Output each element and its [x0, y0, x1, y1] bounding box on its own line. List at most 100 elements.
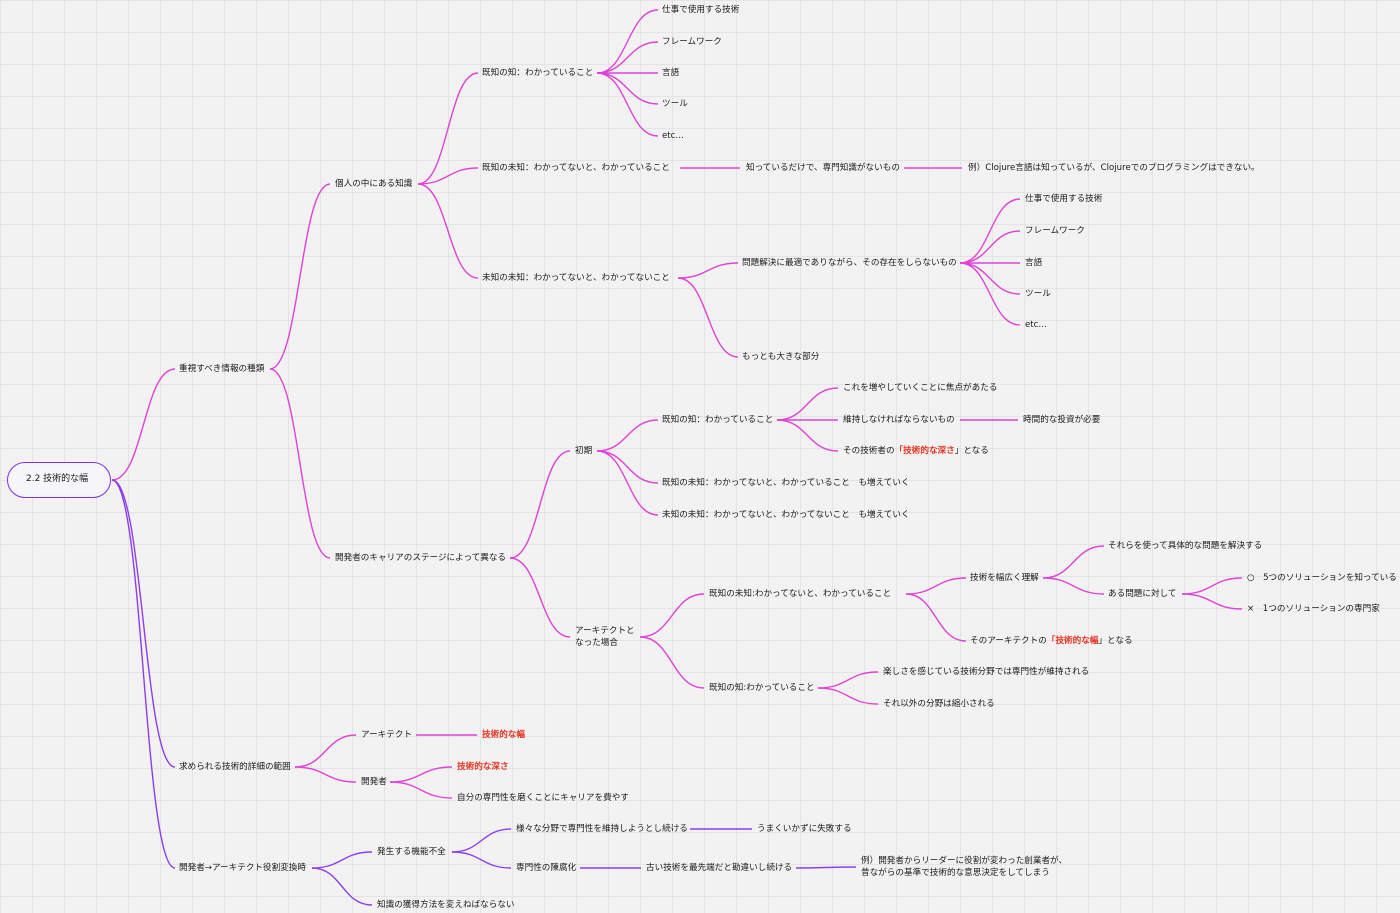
- connector: [451, 828, 512, 853]
- node-clojure-example[interactable]: 例）Clojure言語は知っているが、Clojureでのプログラミングはできない…: [968, 163, 1260, 173]
- connector-root-info: [111, 368, 176, 481]
- node-breadth-label[interactable]: 技術的な幅: [482, 730, 525, 740]
- node-architect[interactable]: アーキテクト: [361, 730, 413, 740]
- node-tool-2[interactable]: ツール: [1025, 289, 1051, 299]
- connector: [509, 450, 571, 559]
- node-etc[interactable]: etc…: [662, 131, 684, 141]
- node-fail[interactable]: うまくいかずに失敗する: [757, 824, 852, 834]
- node-arch-known-known[interactable]: 既知の知:わかっていること: [709, 683, 815, 693]
- node-founder-example[interactable]: 例）開発者からリーダーに役割が変わった創業者が、昔ながらの基準で技術的な意思決定…: [861, 856, 1068, 878]
- connector: [509, 557, 571, 638]
- connector: [639, 636, 705, 689]
- connector: [596, 419, 659, 452]
- connector: [677, 277, 739, 358]
- node-personal-knowledge[interactable]: 個人の中にある知識: [335, 179, 413, 189]
- connector: [311, 851, 373, 869]
- node-technical-breadth-result[interactable]: そのアーキテクトの「技術的な幅」となる: [970, 636, 1133, 646]
- connector: [639, 593, 705, 638]
- node-career-stage[interactable]: 開発者のキャリアのステージによって異なる: [335, 553, 507, 563]
- node-work-tech-2[interactable]: 仕事で使用する技術: [1025, 194, 1103, 204]
- node-known-known[interactable]: 既知の知：わかっていること: [482, 68, 594, 78]
- node-broad-understanding[interactable]: 技術を幅広く理解: [970, 573, 1039, 583]
- node-work-tech[interactable]: 仕事で使用する技術: [662, 5, 740, 15]
- node-early-known-known[interactable]: 既知の知：わかっていること: [662, 415, 774, 425]
- connector: [1042, 545, 1105, 579]
- node-role-transition[interactable]: 開発者→アーキテクト役割変換時: [179, 863, 306, 873]
- connector: [294, 734, 357, 768]
- node-required-detail-range[interactable]: 求められる技術的詳細の範囲: [179, 762, 291, 772]
- connector: [417, 167, 479, 185]
- node-early-unknown-unknown[interactable]: 未知の未知：わかってないと、わかってないこと も増えていく: [662, 510, 910, 520]
- connector: [817, 671, 879, 689]
- node-became-architect[interactable]: アーキテクトとなった場合: [575, 626, 635, 648]
- node-one-solution[interactable]: × 1つのソリューションの専門家: [1247, 604, 1380, 614]
- node-time-investment[interactable]: 時間的な投資が必要: [1023, 415, 1101, 425]
- node-outdated-tech[interactable]: 古い技術を最先端だと勘違いし続ける: [646, 863, 793, 873]
- root-node[interactable]: 2.2 技術的な幅: [7, 462, 111, 498]
- connector-root-range: [111, 479, 176, 768]
- connector: [596, 450, 659, 484]
- connector: [959, 262, 1021, 326]
- node-change-acquisition[interactable]: 知識の獲得方法を変えねばならない: [377, 900, 515, 910]
- connector: [451, 851, 512, 869]
- node-early-known-unknown[interactable]: 既知の未知：わかってないと、わかっていること も増えていく: [662, 478, 910, 488]
- connector: [269, 368, 331, 559]
- node-depth-label[interactable]: 技術的な深さ: [457, 762, 509, 772]
- node-developer[interactable]: 開発者: [361, 777, 387, 787]
- connector: [795, 866, 857, 869]
- connector: [311, 867, 373, 906]
- connector: [905, 577, 967, 595]
- connector: [417, 72, 479, 185]
- node-info-types[interactable]: 重視すべき情報の種類: [179, 364, 265, 374]
- node-obsolescence[interactable]: 専門性の陳腐化: [516, 863, 577, 873]
- node-others-shrink[interactable]: それ以外の分野は縮小される: [883, 699, 995, 709]
- node-focus-increase[interactable]: これを増やしていくことに焦点があたる: [843, 383, 998, 393]
- connector: [1042, 577, 1105, 595]
- connector: [776, 419, 839, 452]
- technical-breadth-highlight: 「技術的な幅: [1046, 636, 1099, 646]
- node-keep-expertise-everywhere[interactable]: 様々な分野で専門性を維持しようとし続ける: [516, 824, 688, 834]
- connector: [596, 450, 659, 516]
- node-largest-part[interactable]: もっとも大きな部分: [742, 352, 820, 362]
- node-must-maintain[interactable]: 維持しなければならないもの: [843, 415, 955, 425]
- connector: [389, 766, 453, 783]
- connector: [294, 766, 357, 783]
- connector: [596, 72, 659, 137]
- connector: [817, 687, 879, 705]
- connector-root-transition: [111, 479, 176, 869]
- connector: [596, 41, 659, 74]
- connector: [677, 262, 739, 279]
- connector: [776, 387, 839, 421]
- node-dysfunction[interactable]: 発生する機能不全: [377, 847, 446, 857]
- connector: [389, 781, 453, 799]
- node-for-a-problem[interactable]: ある問題に対して: [1108, 589, 1177, 599]
- node-etc-2[interactable]: etc…: [1025, 320, 1047, 330]
- node-technical-depth-result[interactable]: その技術者の「技術的な深さ」となる: [843, 446, 989, 456]
- connector: [905, 593, 967, 642]
- connector: [596, 72, 659, 105]
- node-framework[interactable]: フレームワーク: [662, 37, 722, 47]
- node-language[interactable]: 言語: [662, 68, 680, 78]
- node-unknown-unknown[interactable]: 未知の未知：わかってないと、わかってないこと: [482, 273, 670, 283]
- connector: [269, 183, 331, 370]
- node-framework-2[interactable]: フレームワーク: [1025, 226, 1085, 236]
- node-no-expertise[interactable]: 知っているだけで、専門知識がないもの: [746, 163, 900, 173]
- connector: [417, 183, 479, 279]
- technical-depth-highlight: 「技術的な深さ: [894, 446, 955, 456]
- connector: [959, 262, 1021, 295]
- connector: [1181, 593, 1243, 610]
- node-tool[interactable]: ツール: [662, 99, 688, 109]
- connector: [596, 9, 659, 74]
- connector: [1181, 577, 1243, 595]
- node-language-2[interactable]: 言語: [1025, 258, 1043, 268]
- connector: [959, 230, 1021, 264]
- node-known-unknown[interactable]: 既知の未知：わかってないと、わかっていること: [482, 163, 670, 173]
- connector: [959, 198, 1021, 264]
- node-hone-expertise[interactable]: 自分の専門性を磨くことにキャリアを費やす: [457, 793, 629, 803]
- node-solve-problems[interactable]: それらを使って具体的な問題を解決する: [1108, 541, 1263, 551]
- node-arch-known-unknown[interactable]: 既知の未知:わかってないと、わかっていること: [709, 589, 892, 599]
- node-expertise-maintained[interactable]: 楽しさを感じている技術分野では専門性が維持される: [883, 667, 1090, 677]
- node-early[interactable]: 初期: [575, 446, 593, 456]
- node-five-solutions[interactable]: ○ 5つのソリューションを知っている: [1247, 573, 1397, 583]
- node-optimal-unaware[interactable]: 問題解決に最適でありながら、その存在をしらないもの: [742, 258, 957, 268]
